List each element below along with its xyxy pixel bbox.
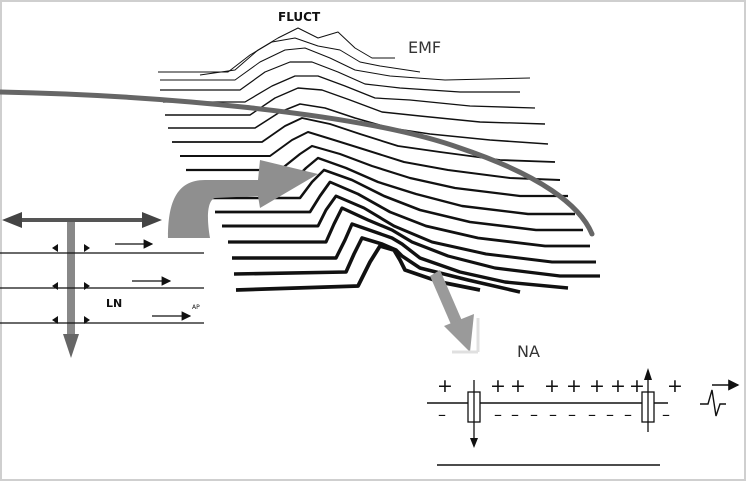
minus-sign: – [511,405,519,424]
field-line [160,61,520,93]
field-line [222,194,596,264]
action-potential-icon [700,379,740,417]
field-line [180,131,561,181]
fluct-label: FLUCT [278,10,321,24]
field-line [215,180,590,248]
field-line [160,47,531,81]
block-arrow-icon [168,160,318,238]
na-arrow-icon [430,270,480,354]
double-arrow-icon [2,212,162,228]
emf-label: EMF [408,38,441,57]
plus-sign: + [629,375,645,397]
plus-sign: + [490,375,506,397]
minus-signs: –––––––––– [438,405,670,424]
field-line [163,75,536,109]
minus-sign: – [530,405,538,424]
field-line [165,87,546,125]
ln-label: LN [106,297,122,310]
ap-label: AP [192,304,200,311]
minus-sign: – [438,405,446,424]
field-line [228,206,600,278]
ion-channel-icon [641,368,655,432]
plus-sign: + [544,375,560,397]
nodes [52,244,90,324]
down-arrow-icon [63,222,79,358]
plus-sign: + [566,375,582,397]
minus-sign: – [588,405,596,424]
plus-sign: + [667,375,683,397]
minus-sign: – [662,405,670,424]
minus-sign: – [606,405,614,424]
field-line [186,144,568,198]
plus-sign: + [610,375,626,397]
field-line [158,37,421,73]
plus-sign: + [589,375,605,397]
field-line [172,117,556,163]
na-label: NA [517,342,540,361]
minus-sign: – [624,405,632,424]
field-line [168,103,549,145]
plus-signs: +++++++++ [437,375,683,397]
plus-sign: + [510,375,526,397]
nerve-fibres [0,252,204,324]
ion-channel-icon [467,380,481,448]
field-lines [158,27,600,294]
field-line [199,27,395,76]
field-line [232,222,569,290]
field-line [205,168,583,232]
propagation-arrows [115,239,192,321]
minus-sign: – [568,405,576,424]
membrane [427,402,668,466]
plus-sign: + [437,375,453,397]
field-line [235,244,481,292]
sweep-curve [0,89,595,237]
minus-sign: – [549,405,557,424]
minus-sign: – [494,405,502,424]
